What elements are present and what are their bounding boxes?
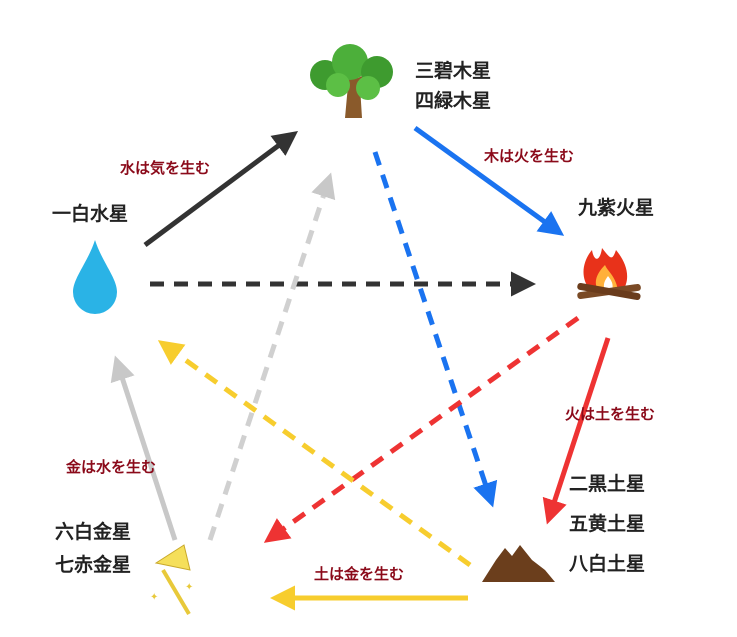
dashed-arrow-earth-to-water (157, 340, 472, 568)
dirt-mound-icon (482, 545, 555, 582)
relation-wood-fire: 木は火を生む (484, 147, 575, 165)
star-kyushi: 九紫火星 (578, 197, 655, 219)
relation-metal-water: 金は水を生む (66, 458, 157, 476)
earth-stars-label: 二黒土星 五黄土星 八白土星 (569, 464, 645, 584)
arrow-fire-to-earth (542, 337, 611, 525)
wood-stars-label: 三碧木星 四緑木星 (415, 56, 491, 116)
star-shichiseki: 七赤金星 (55, 554, 132, 576)
dashed-arrow-wood-to-earth (372, 151, 498, 508)
star-goou: 五黄土星 (569, 513, 646, 535)
relation-water-wood: 水は気を生む (120, 159, 211, 177)
axe-icon: ✦ ✦ (150, 544, 193, 616)
relation-earth-metal: 土は金を生む (314, 565, 405, 583)
tree-icon (310, 44, 393, 118)
star-happaku: 八白土星 (569, 553, 646, 575)
arrow-wood-to-fire (413, 125, 565, 236)
dashed-arrow-metal-to-wood (207, 172, 336, 541)
water-drop-icon (73, 240, 117, 314)
svg-text:✦: ✦ (150, 592, 158, 603)
star-shiroku: 四緑木星 (415, 90, 492, 112)
dashed-arrow-fire-to-metal (263, 315, 580, 543)
star-ippaku: 一白水星 (52, 203, 129, 225)
svg-text:✦: ✦ (185, 582, 193, 593)
arrow-water-to-wood (143, 131, 299, 248)
arrow-metal-to-water (110, 355, 178, 541)
star-sanpeki: 三碧木星 (415, 60, 492, 82)
star-jikoku: 二黒土星 (569, 473, 646, 495)
relation-fire-earth: 火は土を生む (565, 405, 656, 423)
metal-stars-label: 六白金星 七赤金星 (55, 516, 131, 582)
campfire-icon (577, 248, 641, 301)
star-roppaku: 六白金星 (55, 521, 132, 543)
